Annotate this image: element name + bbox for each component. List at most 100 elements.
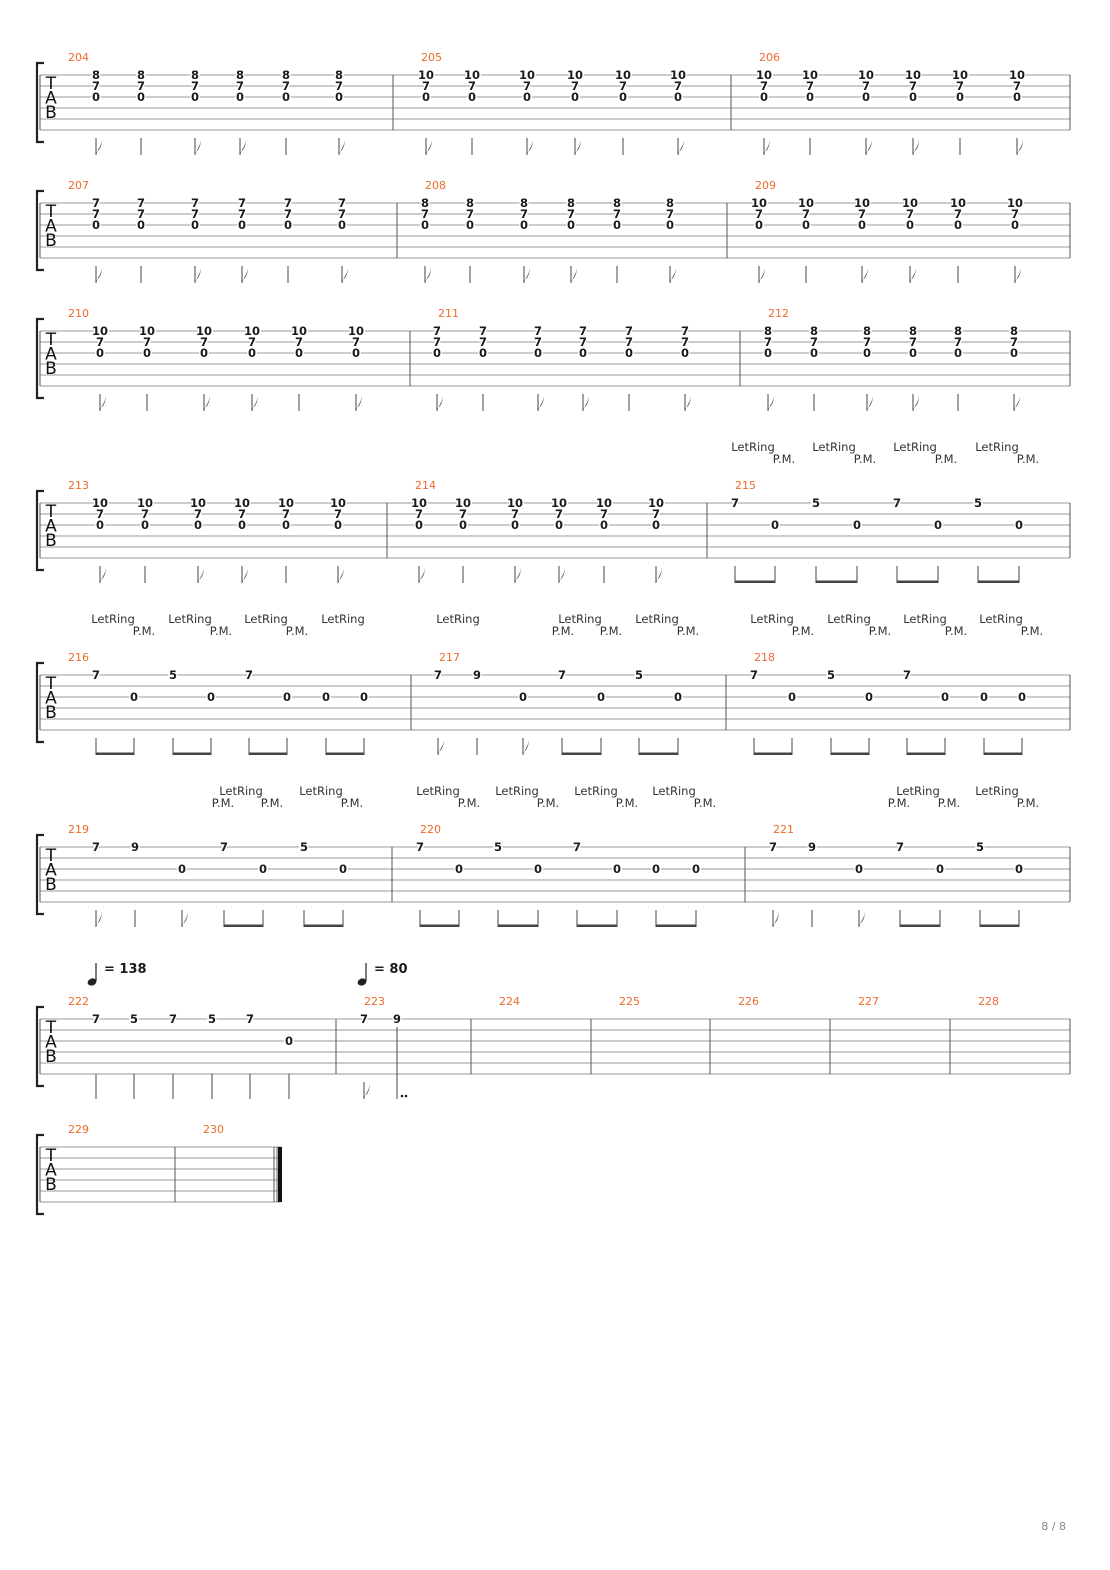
note-flag [195,139,201,155]
measure-number: 228 [978,995,999,1008]
tab-clef-letter: A [45,345,57,365]
fret-number: 0 [285,1034,293,1048]
tab-clef-letter: T [45,202,57,222]
fret-number: 0 [143,346,151,360]
measure-number: 229 [68,1123,89,1136]
fret-number: 0 [200,346,208,360]
fret-number: 8 [567,196,575,210]
fret-number: 10 [802,68,818,82]
fret-number: 7 [810,335,818,349]
measure-number: 227 [858,995,879,1008]
fret-number: 10 [464,68,480,82]
fret-number: 10 [670,68,686,82]
measure-number: 224 [499,995,520,1008]
fret-number: 8 [1010,324,1018,338]
fret-number: 9 [808,840,816,854]
fret-number: 0 [236,90,244,104]
fret-number: 5 [300,840,308,854]
fret-number: 5 [494,840,502,854]
fret-number: 7 [137,196,145,210]
fret-number: 0 [360,690,368,704]
fret-number: 7 [909,79,917,93]
note-flag [523,739,529,755]
fret-number: 7 [245,668,253,682]
fret-number: 0 [579,346,587,360]
note-flag [1015,267,1021,283]
tab-clef-letter: B [45,231,57,251]
fret-number: 0 [764,346,772,360]
fret-number: 7 [1013,79,1021,93]
fret-number: 0 [479,346,487,360]
fret-number: 0 [338,218,346,232]
tab-clef-letter: A [45,217,57,237]
fret-number: 7 [909,335,917,349]
fret-number: 8 [466,196,474,210]
fret-number: 0 [238,518,246,532]
fret-number: 7 [194,507,202,521]
fret-number: 8 [92,68,100,82]
fret-number: 5 [169,668,177,682]
palm-mute-label: P.M. [600,624,622,638]
fret-number: 0 [909,90,917,104]
fret-number: 10 [858,68,874,82]
fret-number: 7 [903,668,911,682]
tab-system [35,833,1071,927]
fret-number: 7 [1010,335,1018,349]
tab-clef-letter: B [45,1175,57,1195]
let-ring-label: LetRing [244,612,288,626]
measure-number: 215 [735,479,756,492]
note-flag [438,739,444,755]
system-bracket [35,661,44,744]
fret-number: 0 [96,518,104,532]
note-flag [527,139,533,155]
note-flag [575,139,581,155]
note-flag [867,395,873,411]
note-flag [182,911,188,927]
note-flag [515,567,521,583]
fret-number: 0 [906,218,914,232]
fret-number: 7 [619,79,627,93]
fret-number: 0 [455,862,463,876]
fret-number: 0 [865,690,873,704]
fret-number: 7 [92,1012,100,1026]
note-flag [913,139,919,155]
fret-number: 0 [141,518,149,532]
let-ring-label: LetRing [299,784,343,798]
fret-number: 7 [238,507,246,521]
fret-number: 0 [567,218,575,232]
let-ring-label: LetRing [903,612,947,626]
fret-number: 7 [862,79,870,93]
fret-number: 0 [433,346,441,360]
measure-number: 219 [68,823,89,836]
let-ring-label: LetRing [812,440,856,454]
measure-number: 217 [439,651,460,664]
note-flag [571,267,577,283]
fret-number: 0 [1011,218,1019,232]
tab-clef-letter: T [45,502,57,522]
fret-number: 7 [96,335,104,349]
measure-number: 225 [619,995,640,1008]
fret-number: 7 [238,196,246,210]
fret-number: 7 [954,335,962,349]
note-beam [980,924,1019,927]
fret-number: 5 [208,1012,216,1026]
fret-number: 7 [571,79,579,93]
fret-number: 7 [579,324,587,338]
fret-number: 10 [92,496,108,510]
fret-number: 0 [681,346,689,360]
dotted-note-dot [400,1094,404,1098]
tab-clef-letter: B [45,1047,57,1067]
system-bracket [35,317,44,400]
fret-number: 10 [1009,68,1025,82]
fret-number: 7 [334,507,342,521]
note-beam [735,580,775,583]
note-flag [240,139,246,155]
tab-clef-letter: B [45,875,57,895]
fret-number: 7 [360,1012,368,1026]
system-bracket [35,1005,44,1088]
tab-clef-letter: A [45,517,57,537]
fret-number: 0 [760,90,768,104]
note-beam [326,752,364,755]
fret-number: 0 [238,218,246,232]
measure-number: 210 [68,307,89,320]
